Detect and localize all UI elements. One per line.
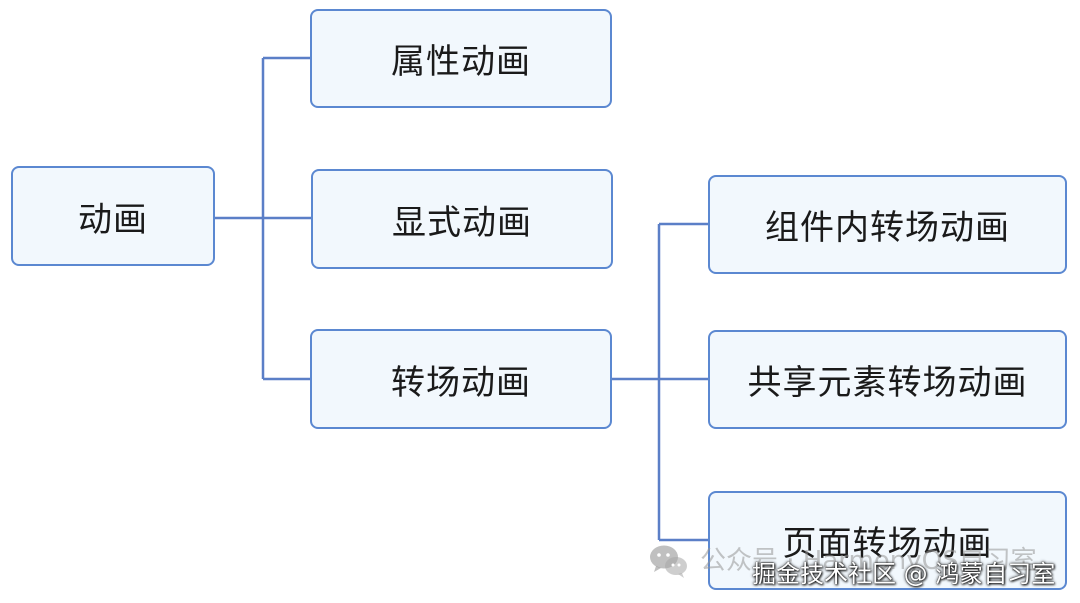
node-shared-element-transition: 共享元素转场动画: [708, 330, 1067, 429]
node-shared-element-transition-label: 共享元素转场动画: [747, 363, 1028, 403]
watermark-back-text: 公众号 · HarmonyOS自习室: [700, 546, 1037, 576]
node-property-animation-label: 属性动画: [391, 42, 531, 82]
node-page-transition: 页面转场动画: [708, 491, 1067, 590]
node-component-transition-label: 组件内转场动画: [765, 208, 1010, 248]
wechat-icon: [650, 545, 687, 578]
node-explicit-animation-label: 显式动画: [392, 202, 532, 243]
node-explicit-animation: 显式动画: [311, 169, 613, 269]
watermark-front-text: 掘金技术社区 @ 鸿蒙自习室: [752, 560, 1056, 588]
node-root: 动画: [11, 166, 215, 266]
watermark: 公众号 · HarmonyOS自习室 掘金技术社区 @ 鸿蒙自习室: [648, 538, 1078, 588]
node-property-animation: 属性动画: [310, 9, 612, 108]
node-transition-animation: 转场动画: [310, 329, 612, 429]
node-component-transition: 组件内转场动画: [708, 175, 1067, 274]
node-page-transition-label: 页面转场动画: [782, 524, 993, 564]
node-transition-animation-label: 转场动画: [391, 362, 531, 403]
node-root-label: 动画: [78, 199, 148, 240]
